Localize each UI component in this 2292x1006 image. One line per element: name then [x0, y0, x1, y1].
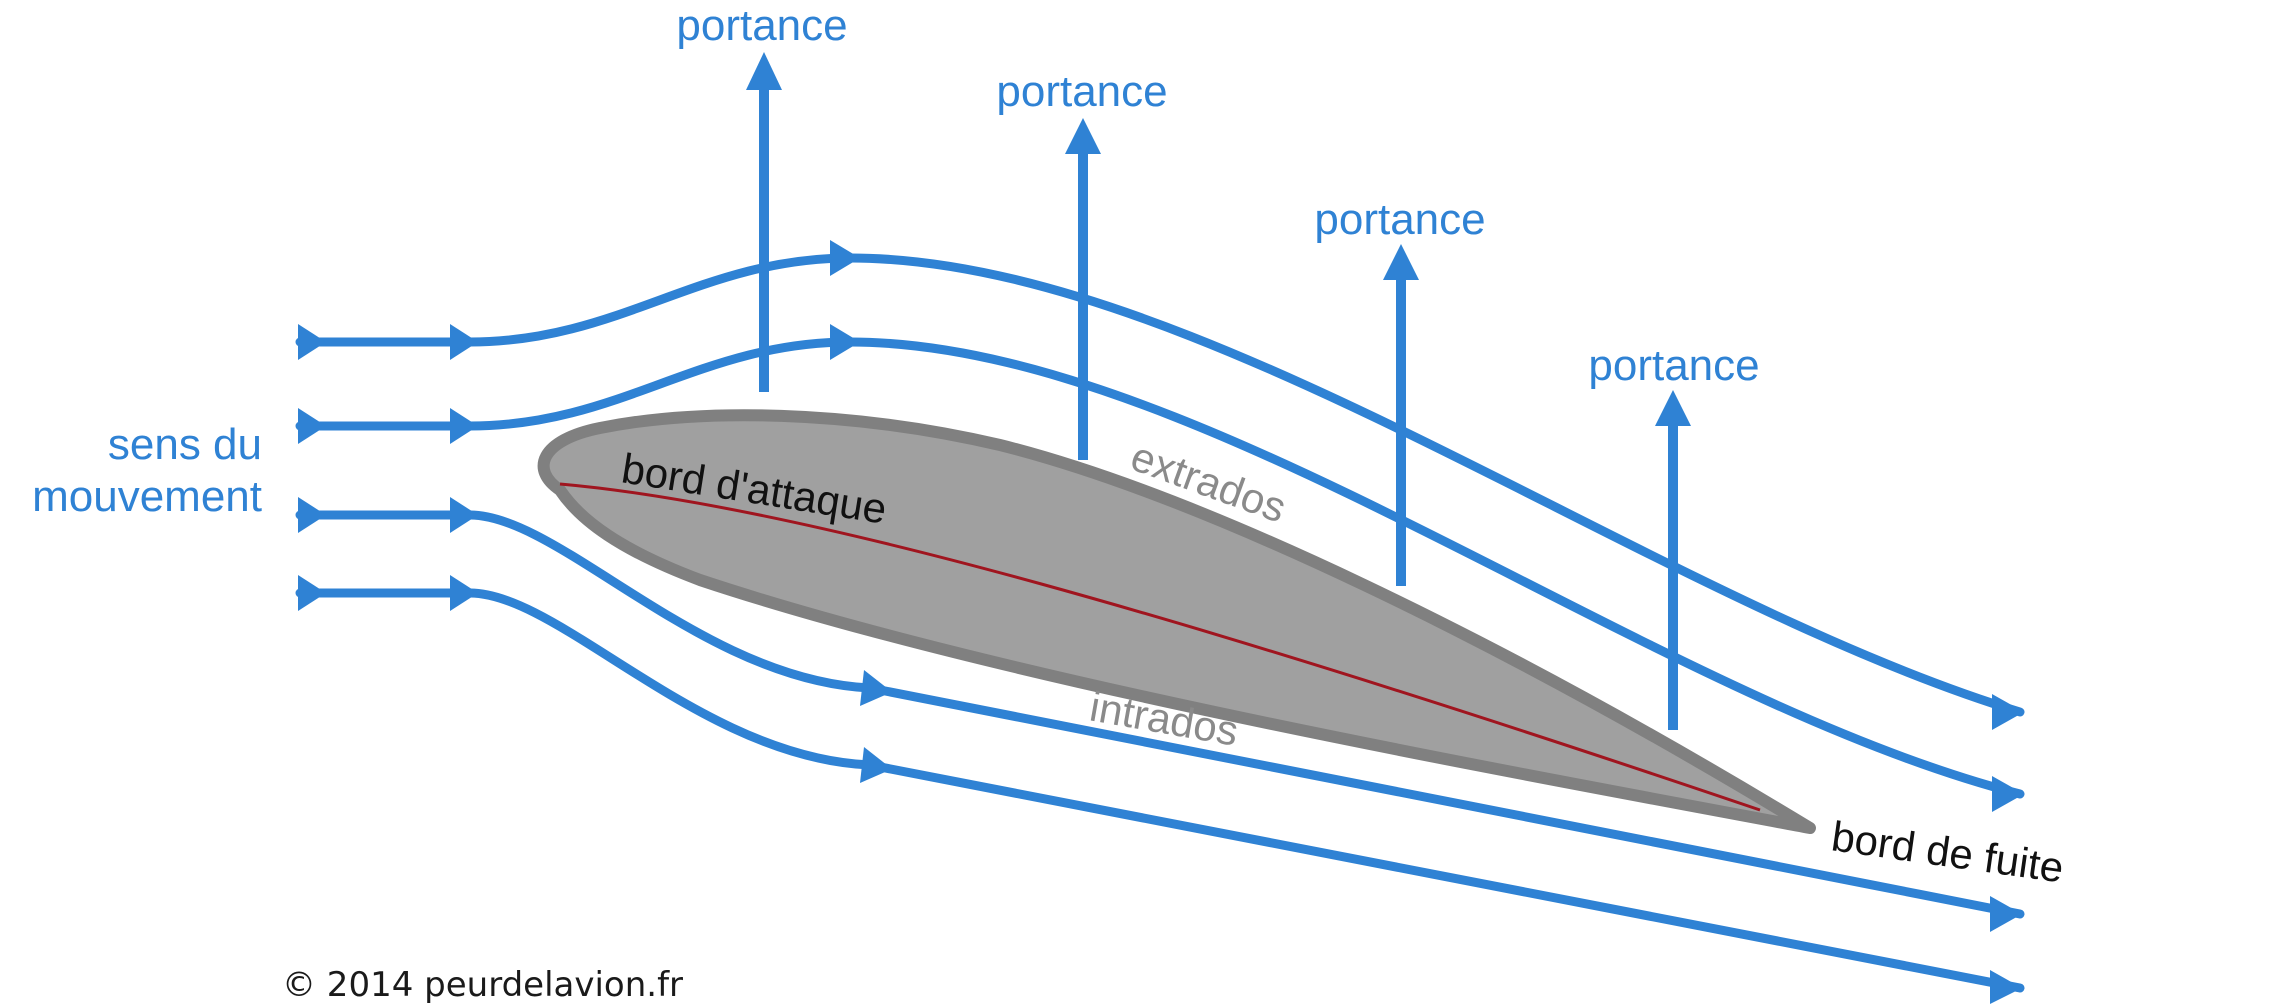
- lift-arrows: [746, 52, 1691, 730]
- copyright-text: © 2014 peurdelavion.fr: [282, 965, 683, 1005]
- streamlines: [295, 240, 2025, 1004]
- streamline-2: [295, 324, 2025, 812]
- lift-label-3: portance: [1314, 195, 1485, 244]
- lift-arrow-4: [1655, 390, 1691, 730]
- lift-arrow-3: [1383, 244, 1419, 586]
- motion-label-line1: sens du: [108, 420, 262, 469]
- streamline-3: [295, 497, 2025, 932]
- streamline-4: [295, 575, 2025, 1004]
- airfoil: [537, 409, 1816, 834]
- motion-label-line2: mouvement: [32, 472, 262, 521]
- lift-arrow-1: [746, 52, 782, 392]
- camber-line: [559, 482, 1761, 812]
- lift-label-4: portance: [1588, 341, 1759, 390]
- lift-label-1: portance: [676, 1, 847, 50]
- lift-arrow-2: [1065, 118, 1101, 460]
- streamline-1: [295, 240, 2025, 730]
- motion-direction-label: sens du mouvement: [32, 420, 262, 521]
- lift-label-2: portance: [996, 67, 1167, 116]
